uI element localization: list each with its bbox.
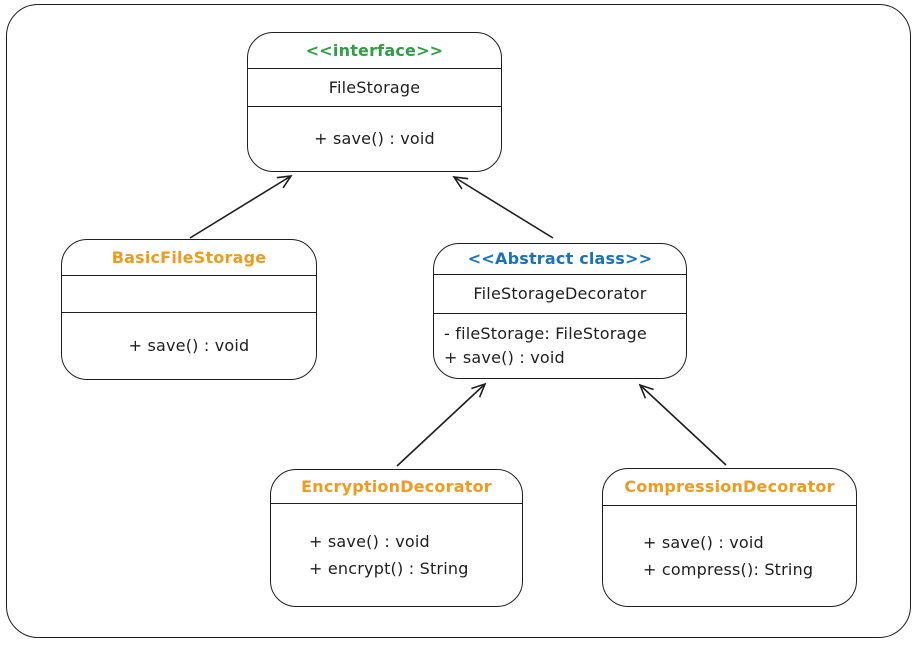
class-name: EncryptionDecorator bbox=[301, 476, 492, 496]
attribute-label: - fileStorage: FileStorage bbox=[444, 324, 647, 343]
inheritance-arrow-filestoragedecorator-to-filestorage bbox=[452, 175, 554, 239]
method-label: + compress(): String bbox=[643, 560, 814, 579]
method-label: + save() : void bbox=[309, 532, 430, 551]
inheritance-arrow-basicfilestorage-to-filestorage bbox=[189, 175, 293, 239]
class-box-basicfilestorage: BasicFileStorage + save() : void bbox=[61, 239, 317, 380]
methods-section: + save() : void bbox=[62, 312, 316, 379]
members-section: - fileStorage: FileStorage + save() : vo… bbox=[434, 313, 686, 378]
class-name-section: FileStorage bbox=[248, 68, 501, 106]
stereotype-label: <<interface>> bbox=[305, 40, 444, 60]
class-box-encryptiondecorator: EncryptionDecorator + save() : void + en… bbox=[270, 469, 523, 607]
method-label: + save() : void bbox=[444, 348, 565, 367]
class-name: BasicFileStorage bbox=[111, 247, 267, 267]
methods-section: + save() : void + compress(): String bbox=[603, 505, 856, 606]
outer-frame bbox=[6, 4, 911, 638]
class-name-section: BasicFileStorage bbox=[62, 240, 316, 275]
method-label: + encrypt() : String bbox=[309, 559, 469, 578]
method-label: + save() : void bbox=[314, 129, 435, 148]
class-box-filestoragedecorator: <<Abstract class>> FileStorageDecorator … bbox=[433, 243, 687, 379]
class-name: FileStorage bbox=[328, 77, 421, 97]
attributes-section-empty bbox=[62, 275, 316, 312]
inheritance-arrow-encryptiondecorator-to-filestoragedecorator bbox=[396, 382, 487, 467]
class-box-compressiondecorator: CompressionDecorator + save() : void + c… bbox=[602, 468, 857, 607]
method-label: + save() : void bbox=[643, 533, 764, 552]
method-label: + save() : void bbox=[128, 336, 250, 355]
stereotype-section: <<interface>> bbox=[248, 33, 501, 68]
class-name: CompressionDecorator bbox=[624, 477, 835, 496]
stereotype-label: <<Abstract class>> bbox=[467, 249, 653, 268]
class-name: FileStorageDecorator bbox=[473, 284, 647, 303]
stereotype-section: <<Abstract class>> bbox=[434, 244, 686, 274]
class-name-section: EncryptionDecorator bbox=[271, 470, 522, 503]
class-name-section: FileStorageDecorator bbox=[434, 274, 686, 313]
methods-section: + save() : void + encrypt() : String bbox=[271, 503, 522, 606]
methods-section: + save() : void bbox=[248, 106, 501, 171]
class-name-section: CompressionDecorator bbox=[603, 469, 856, 505]
class-box-filestorage: <<interface>> FileStorage + save() : voi… bbox=[247, 32, 502, 172]
inheritance-arrow-compressiondecorator-to-filestoragedecorator bbox=[638, 383, 727, 466]
